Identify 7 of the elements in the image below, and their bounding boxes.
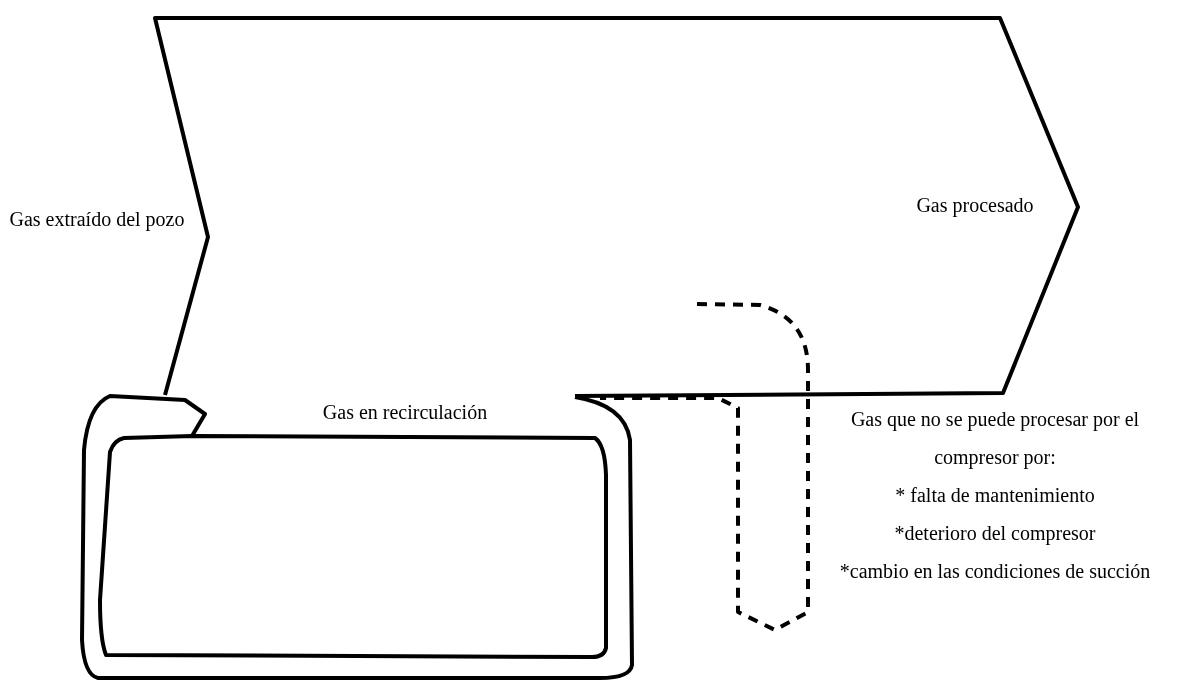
flow-label: Gas procesado bbox=[915, 193, 1035, 217]
flow-label: *cambio en las condiciones de succión bbox=[839, 559, 1151, 584]
flow-label: Gas extraído del pozo bbox=[9, 207, 185, 233]
flow-label: Gas que no se puede procesar por el compresor por: bbox=[849, 407, 1141, 471]
flow-label: Gas en recirculación bbox=[321, 400, 489, 424]
flow-label: * falta de mantenimiento bbox=[895, 483, 1095, 508]
flow-label: *deterioro del compresor bbox=[894, 521, 1096, 547]
